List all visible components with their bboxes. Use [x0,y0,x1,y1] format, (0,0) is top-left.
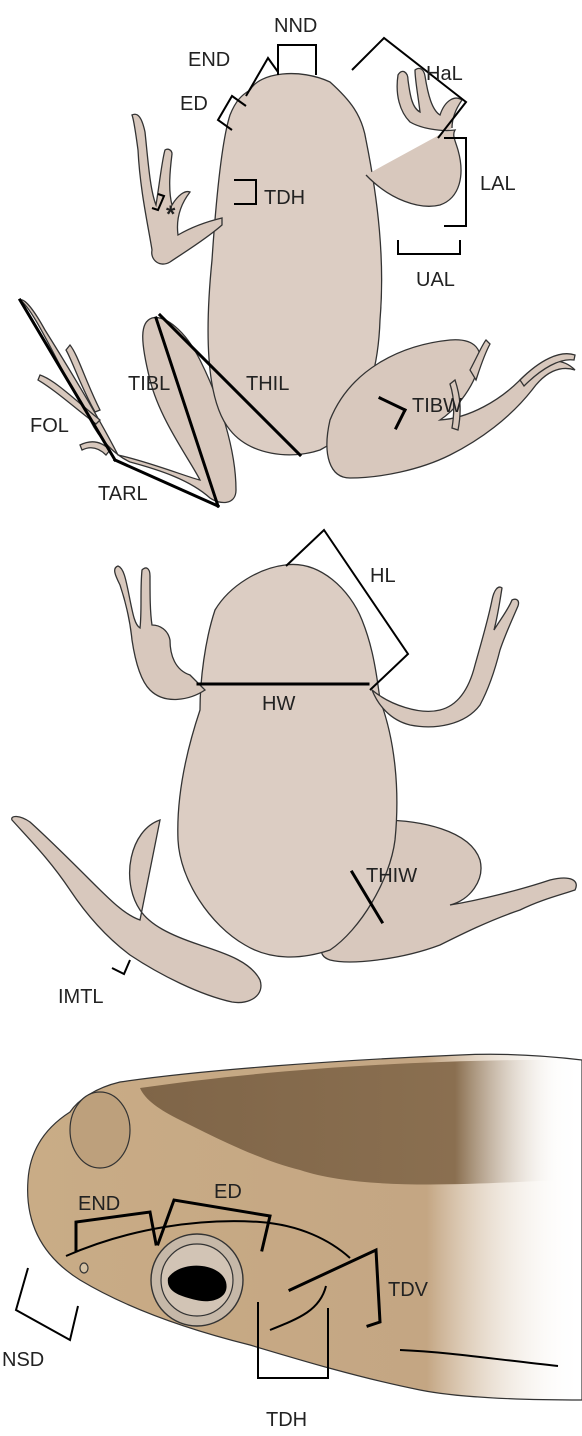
ventral-panel: HL HW THIW IMTL [12,530,577,1008]
label-hal: HaL [426,63,463,85]
lateral-panel: END ED NSD TDV TDH [2,1054,582,1431]
label-lal: LAL [480,173,516,195]
label-tibw: TIBW [412,395,462,417]
label-asterisk: * [166,201,176,228]
ual-bracket [398,240,460,254]
label-end: END [188,49,230,71]
label-lateral-ed: ED [214,1181,242,1203]
label-imtl: IMTL [58,986,104,1008]
label-tibl: TIBL [128,373,170,395]
label-thiw: THIW [366,865,417,887]
nostril [80,1263,88,1273]
label-lateral-end: END [78,1193,120,1215]
label-lateral-tdv: TDV [388,1279,429,1301]
label-tarl: TARL [98,483,148,505]
label-ed: ED [180,93,208,115]
label-fol: FOL [30,415,69,437]
label-thil: THIL [246,373,289,395]
nnd-bracket [278,45,316,75]
dorsal-left-hind-leg [20,300,236,503]
dorsal-left-arm [132,114,222,264]
dorsal-left-hind-toes [38,345,110,455]
label-lateral-nsd: NSD [2,1349,44,1371]
label-hw: HW [262,693,295,715]
label-nnd: NND [274,15,317,37]
lateral-rump [70,1092,130,1168]
label-ual: UAL [416,269,455,291]
label-tdh-dorsal: TDH [264,187,305,209]
lateral-nsd-bracket [16,1268,78,1340]
dorsal-panel: NND END ED HaL LAL UAL TDH * TIBL THIL T… [20,15,575,506]
ventral-right-arm [372,587,519,727]
ventral-body [178,564,397,957]
imtl-bracket [112,960,130,974]
label-hl: HL [370,565,396,587]
label-lateral-tdh: TDH [266,1409,307,1431]
ventral-left-arm [115,566,205,699]
